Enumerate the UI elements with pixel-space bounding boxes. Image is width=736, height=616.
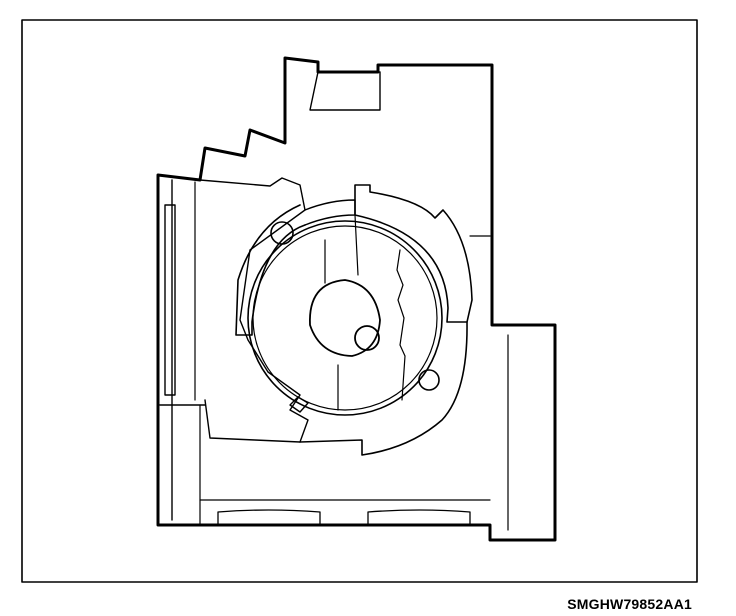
inner-plate (199, 177, 309, 443)
top-tab (309, 71, 381, 111)
mounting-hole-lower (418, 369, 440, 391)
rotor-left-arc (235, 204, 306, 336)
rotor-ring-outer (247, 220, 443, 416)
cam-lines (324, 214, 406, 411)
lower-arm (289, 396, 309, 413)
figure-code: SMGHW79852AA1 (567, 596, 692, 612)
left-rail (159, 179, 206, 521)
rotor-lower-arc (299, 321, 468, 456)
hub-pin (354, 325, 380, 351)
spring-seat (304, 199, 356, 226)
housing-outline (156, 56, 557, 542)
mounting-hole-upper (270, 221, 294, 245)
bottom-slot-left (217, 509, 321, 526)
center-hub (309, 279, 381, 357)
bottom-slot-right (367, 509, 471, 526)
figure-border (21, 19, 698, 583)
rotor-outer-ring (354, 184, 473, 323)
rotor-ring-inner (252, 225, 438, 411)
